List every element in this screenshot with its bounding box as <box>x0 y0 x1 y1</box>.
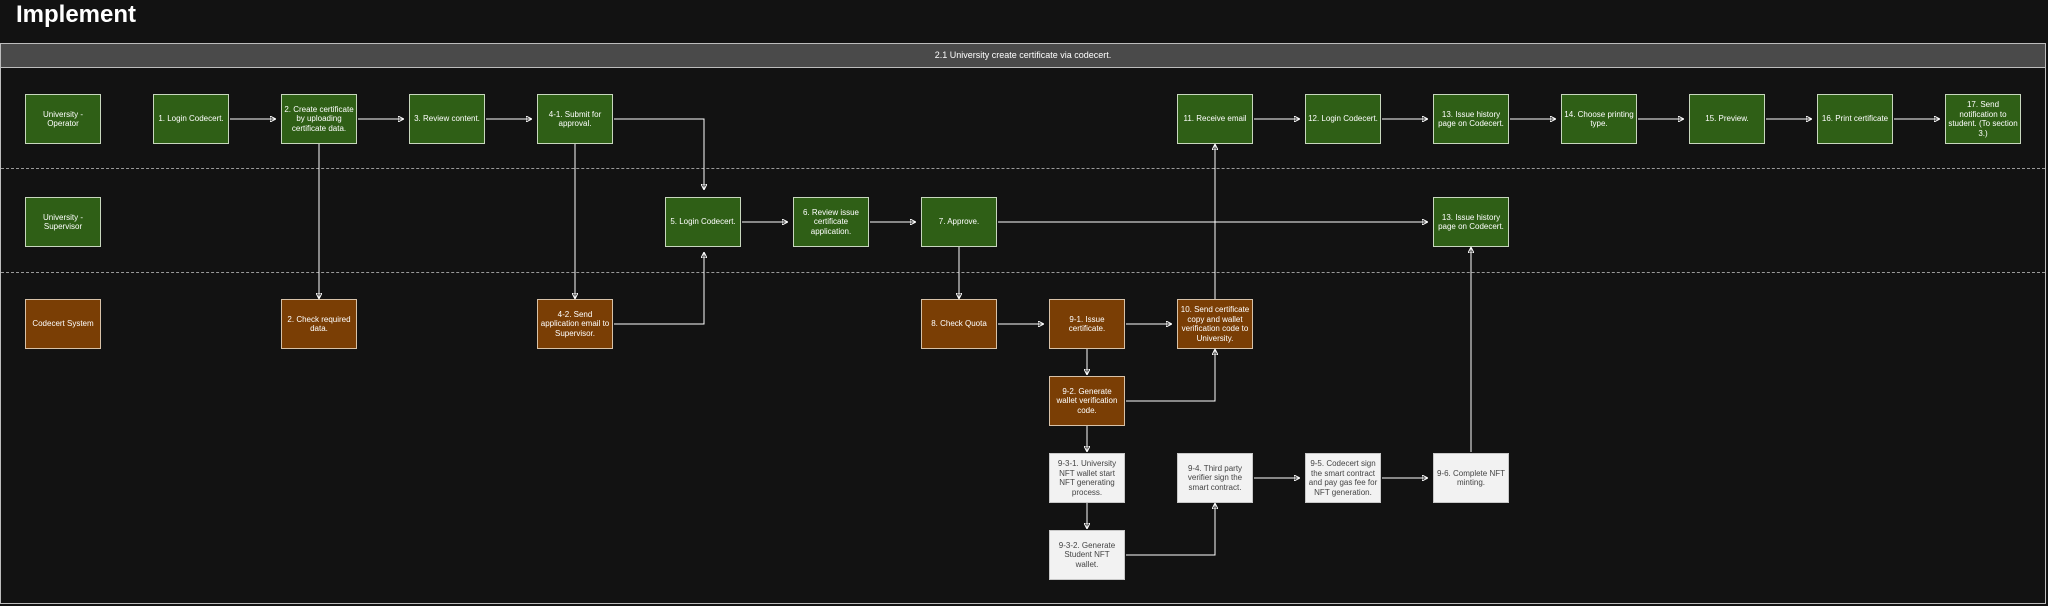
step-9-3-1-university-nft-wallet: 9-3-1. University NFT wallet start NFT g… <box>1049 453 1125 503</box>
edge-42-to-5 <box>614 252 704 325</box>
lane-label-university-supervisor: University - Supervisor <box>25 197 101 247</box>
lane-label-codecert-system: Codecert System <box>25 299 101 349</box>
lane-divider-operator-supervisor <box>1 168 2045 169</box>
page-title: Implement <box>16 1 137 28</box>
step-8-check-quota: 8. Check Quota <box>921 299 997 349</box>
step-9-4-third-party-verifier: 9-4. Third party verifier sign the smart… <box>1177 453 1253 503</box>
step-11-receive-email: 11. Receive email <box>1177 94 1253 144</box>
step-1-login: 1. Login Codecert. <box>153 94 229 144</box>
edge-92-to-10 <box>1126 349 1215 402</box>
step-13-issue-history-operator: 13. Issue history page on Codecert. <box>1433 94 1509 144</box>
step-2-check-required-data: 2. Check required data. <box>281 299 357 349</box>
step-9-2-generate-verification-code: 9-2. Generate wallet verification code. <box>1049 376 1125 426</box>
step-3-review-content: 3. Review content. <box>409 94 485 144</box>
step-4-2-send-application-email: 4-2. Send application email to Superviso… <box>537 299 613 349</box>
step-4-1-submit-approval: 4-1. Submit for approval. <box>537 94 613 144</box>
step-6-review-application: 6. Review issue certificate application. <box>793 197 869 247</box>
swimlane-header: 2.1 University create certificate via co… <box>1 44 2045 68</box>
step-13-issue-history-supervisor: 13. Issue history page on Codecert. <box>1433 197 1509 247</box>
step-9-3-2-generate-student-wallet: 9-3-2. Generate Student NFT wallet. <box>1049 530 1125 580</box>
edge-41-to-5 <box>614 118 704 190</box>
step-2-create-certificate: 2. Create certificate by uploading certi… <box>281 94 357 144</box>
step-12-login: 12. Login Codecert. <box>1305 94 1381 144</box>
step-14-choose-printing-type: 14. Choose printing type. <box>1561 94 1637 144</box>
edge-932-to-94 <box>1126 503 1215 556</box>
step-16-print-certificate: 16. Print certificate <box>1817 94 1893 144</box>
step-10-send-certificate-copy: 10. Send certificate copy and wallet ver… <box>1177 299 1253 349</box>
step-7-approve: 7. Approve. <box>921 197 997 247</box>
step-17-send-notification: 17. Send notification to student. (To se… <box>1945 94 2021 144</box>
step-9-5-codecert-sign-contract: 9-5. Codecert sign the smart contract an… <box>1305 453 1381 503</box>
step-5-login: 5. Login Codecert. <box>665 197 741 247</box>
lane-label-university-operator: University - Operator <box>25 94 101 144</box>
step-15-preview: 15. Preview. <box>1689 94 1765 144</box>
lane-divider-supervisor-system <box>1 272 2045 273</box>
step-9-1-issue-certificate: 9-1. Issue certificate. <box>1049 299 1125 349</box>
swimlane-frame <box>0 43 2046 604</box>
step-9-6-complete-nft-minting: 9-6. Complete NFT minting. <box>1433 453 1509 503</box>
